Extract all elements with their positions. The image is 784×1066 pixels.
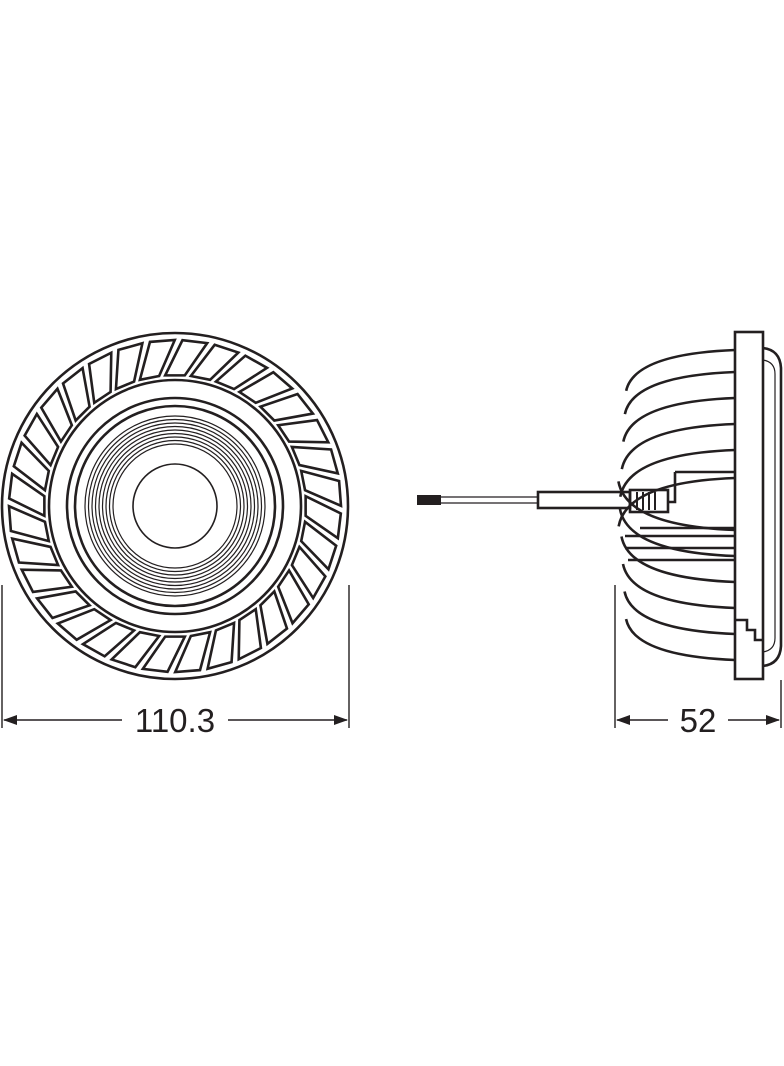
- fin: [7, 471, 46, 518]
- arrow-left-icon: [3, 715, 17, 725]
- fin: [80, 621, 137, 658]
- arrow-left-icon: [616, 715, 630, 725]
- fin: [140, 635, 187, 674]
- fin: [289, 445, 340, 476]
- fin: [304, 494, 343, 541]
- fin: [39, 386, 74, 445]
- fin: [163, 338, 210, 377]
- arrow-right-icon: [766, 715, 780, 725]
- fin: [23, 411, 60, 468]
- fin: [7, 504, 51, 543]
- fin: [12, 440, 51, 493]
- fin: [299, 519, 338, 572]
- side-fins: [617, 348, 736, 662]
- fin: [87, 350, 113, 406]
- fin: [299, 469, 343, 508]
- depth-dimension: 52: [614, 585, 782, 739]
- dimension-label-width: 110.3: [135, 702, 215, 739]
- fin: [258, 392, 316, 422]
- fin: [236, 370, 295, 405]
- fin: [213, 354, 270, 391]
- fin: [55, 607, 114, 642]
- front-plate: [733, 330, 765, 681]
- fin: [205, 620, 236, 671]
- ring: [105, 436, 245, 576]
- ring: [108, 439, 242, 573]
- fin: [276, 567, 311, 626]
- side-fin: [620, 536, 736, 584]
- ring: [112, 443, 238, 569]
- fin: [290, 544, 327, 601]
- led-lens: [132, 463, 218, 549]
- side-fin: [620, 422, 736, 470]
- fin: [275, 418, 331, 444]
- wire-tip: [417, 495, 441, 505]
- side-fin: [622, 396, 736, 442]
- ring: [84, 415, 266, 597]
- side-view: [417, 330, 783, 681]
- fin: [237, 606, 263, 662]
- fin: [61, 365, 91, 423]
- dimension-label-depth: 52: [680, 702, 717, 739]
- fin: [19, 568, 75, 594]
- side-fin: [618, 508, 736, 558]
- reflector-edge: [73, 404, 277, 608]
- wire-sleeve: [536, 490, 632, 510]
- fin: [138, 338, 177, 382]
- side-fin: [623, 370, 736, 415]
- back-cover: [762, 346, 783, 668]
- ring: [98, 429, 252, 583]
- ring: [91, 422, 259, 590]
- side-fin: [621, 563, 736, 610]
- fin: [259, 589, 289, 647]
- side-fin: [624, 348, 736, 392]
- fin: [34, 590, 92, 620]
- heatsink-fins: [7, 338, 343, 674]
- ring: [94, 425, 256, 587]
- ring: [87, 418, 263, 594]
- side-fin: [619, 448, 736, 497]
- arrow-right-icon: [334, 715, 348, 725]
- side-fin: [625, 526, 735, 562]
- connector-housing: [667, 470, 735, 504]
- plate-step: [735, 618, 763, 642]
- side-fin: [624, 618, 736, 662]
- connector-ridges: [636, 492, 656, 510]
- front-view: [0, 331, 350, 681]
- outer-rim: [0, 331, 350, 681]
- width-dimension: 110.3: [1, 585, 350, 739]
- back-cover-inner: [762, 359, 776, 653]
- fin: [109, 630, 162, 669]
- fin: [173, 630, 212, 674]
- ring: [101, 432, 249, 580]
- reflector-rings: [84, 415, 266, 597]
- fin: [188, 343, 241, 382]
- fin: [114, 341, 145, 392]
- side-fin: [623, 591, 736, 636]
- fin: [10, 536, 61, 567]
- inner-rim: [47, 378, 303, 634]
- reflector-outer: [65, 396, 285, 616]
